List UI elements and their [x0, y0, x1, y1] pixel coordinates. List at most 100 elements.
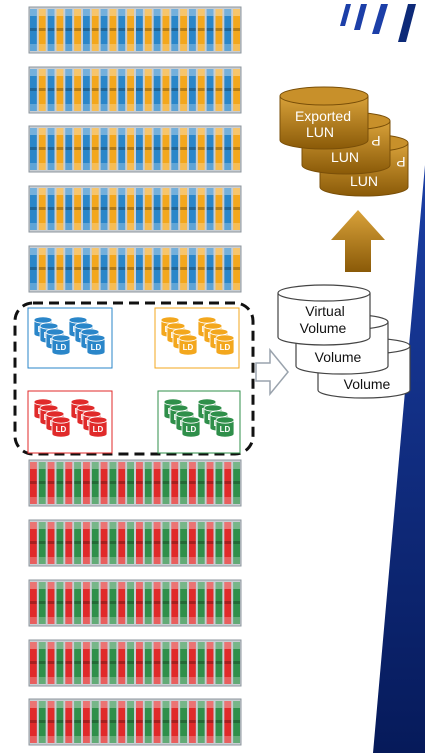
disk-drive	[47, 128, 55, 170]
disk-drive	[109, 248, 117, 290]
disk-drive	[206, 582, 214, 624]
disk-drive	[197, 642, 205, 684]
disk-drive	[83, 522, 90, 564]
logical-disk-icon: LD	[181, 416, 201, 438]
disk-drive	[118, 69, 126, 111]
disk-drive	[136, 9, 143, 51]
accent-wedge	[373, 165, 425, 753]
disk-drive	[136, 522, 143, 564]
disk-drive	[136, 248, 143, 290]
disk-shelf	[28, 519, 242, 567]
disk-drive	[109, 462, 117, 504]
disk-drive	[30, 582, 37, 624]
disk-drive	[162, 188, 170, 230]
disk-drive	[100, 462, 108, 504]
lun-back-fragment: P	[396, 154, 405, 170]
disk-drive	[233, 69, 240, 111]
disk-drive	[30, 522, 37, 564]
disk-drive	[136, 701, 143, 743]
disk-drive	[100, 642, 108, 684]
disk-drive	[91, 642, 99, 684]
disk-drive	[127, 188, 134, 230]
disk-drive	[224, 9, 232, 51]
disk-drive	[206, 462, 214, 504]
disk-drive	[30, 642, 37, 684]
disk-drive	[127, 462, 134, 504]
disk-drive	[109, 9, 117, 51]
virtual-volume-stack: Volume Volume Virtual Volume	[277, 284, 411, 399]
disk-drive	[118, 582, 126, 624]
volume-front-label-line1: Virtual	[305, 303, 344, 319]
disk-drive	[100, 69, 108, 111]
logical-disk-label: LD	[220, 343, 231, 352]
disk-drive	[47, 248, 55, 290]
disk-shelf	[28, 459, 242, 507]
disk-drive	[109, 128, 117, 170]
disk-drive	[91, 701, 99, 743]
disk-drive	[224, 522, 232, 564]
volume-middle-label: Volume	[315, 349, 362, 365]
disk-drive	[180, 69, 187, 111]
disk-drive	[38, 9, 46, 51]
disk-drive	[144, 188, 152, 230]
disk-drive	[38, 701, 46, 743]
disk-drive	[56, 462, 64, 504]
disk-drive	[171, 522, 179, 564]
disk-drive	[100, 128, 108, 170]
disk-drive	[233, 582, 240, 624]
disk-drive	[38, 248, 46, 290]
disk-drive	[127, 642, 134, 684]
disk-drive	[56, 522, 64, 564]
disk-drive	[215, 462, 223, 504]
disk-drive	[180, 9, 187, 51]
disk-drive	[118, 642, 126, 684]
disk-drive	[127, 582, 134, 624]
disk-drive	[83, 9, 90, 51]
logical-disk-label: LD	[220, 425, 231, 434]
disk-drive	[47, 69, 55, 111]
disk-drive	[153, 701, 161, 743]
disk-drive	[206, 642, 214, 684]
disk-drive	[224, 701, 232, 743]
disk-drive	[65, 642, 73, 684]
disk-drive	[180, 188, 187, 230]
logical-disk-label: LD	[91, 343, 102, 352]
disk-drive	[180, 642, 187, 684]
disk-drive	[189, 582, 196, 624]
disk-drive	[153, 9, 161, 51]
logical-disk-label: LD	[56, 343, 67, 352]
disk-drive	[100, 701, 108, 743]
disk-drive	[144, 462, 152, 504]
disk-drive	[118, 522, 126, 564]
disk-drive	[197, 69, 205, 111]
disk-drive	[83, 69, 90, 111]
disk-shelf	[28, 639, 242, 687]
disk-drive	[38, 128, 46, 170]
logical-disk-label: LD	[93, 425, 104, 434]
disk-drive	[180, 701, 187, 743]
disk-drive	[136, 462, 143, 504]
map-arrow-icon	[255, 347, 289, 397]
disk-drive	[162, 582, 170, 624]
lun-middle-label: LUN	[331, 149, 359, 165]
disk-drive	[47, 9, 55, 51]
disk-drive	[197, 462, 205, 504]
disk-drive	[38, 582, 46, 624]
disk-drive	[180, 128, 187, 170]
disk-drive	[100, 248, 108, 290]
disk-drive	[180, 462, 187, 504]
disk-drive	[118, 462, 126, 504]
disk-drive	[233, 128, 240, 170]
lun-cylinder-front: Exported LUN	[279, 86, 369, 150]
disk-drive	[189, 188, 196, 230]
disk-drive	[118, 701, 126, 743]
disk-drive	[144, 248, 152, 290]
disk-drive	[180, 248, 187, 290]
disk-drive	[215, 582, 223, 624]
disk-drive	[197, 582, 205, 624]
disk-drive	[162, 522, 170, 564]
logical-disk-icon: LD	[86, 334, 106, 356]
